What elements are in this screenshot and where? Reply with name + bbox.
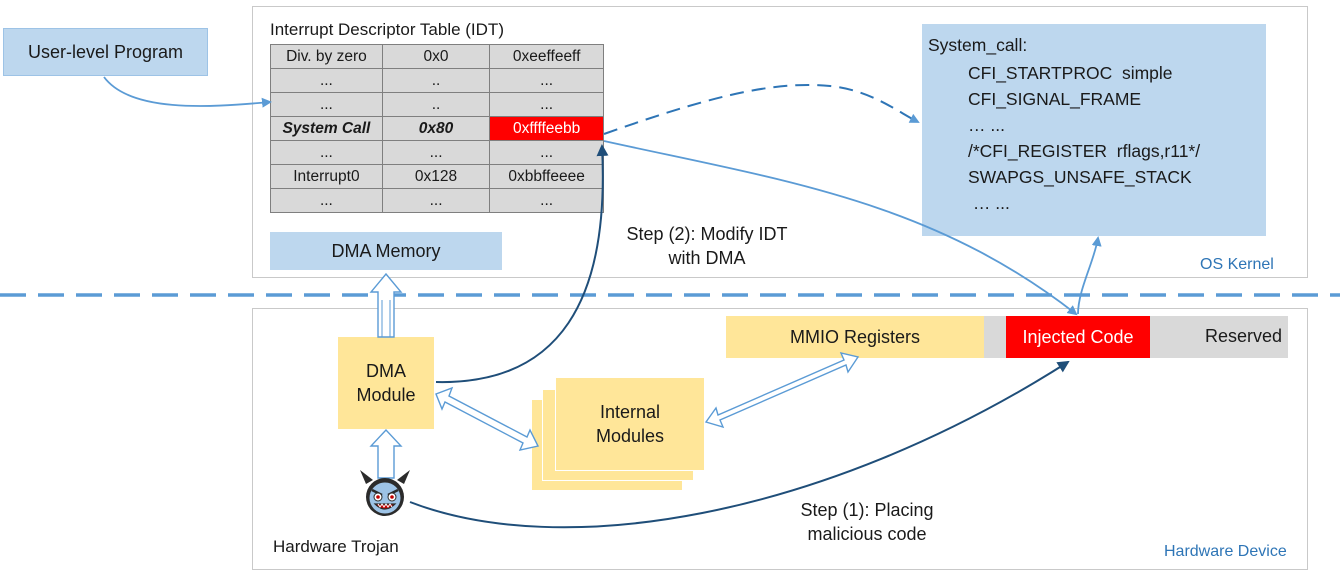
idt-name-cell: Div. by zero [270, 44, 383, 69]
idt-table: Div. by zero 0x0 0xeeffeeff ... .. ... .… [270, 44, 604, 213]
idt-vector-cell: .. [381, 92, 491, 117]
hardware-device-label: Hardware Device [1164, 543, 1287, 560]
code-line: … ... [968, 193, 1010, 213]
idt-address-cell: ... [489, 92, 604, 117]
table-row: ... .. ... [270, 68, 604, 93]
idt-address-cell: ... [489, 68, 604, 93]
gap-segment [984, 316, 1006, 358]
dma-module-label-1: DMA [366, 361, 406, 381]
internal-modules-label-2: Modules [595, 426, 665, 446]
code-line: /*CFI_REGISTER rflags,r11*/ [968, 141, 1201, 161]
idt-address-cell: 0xeeffeeff [489, 44, 604, 69]
idt-vector-cell: 0x128 [381, 164, 491, 189]
step2-line1: Step (2): Modify IDT [626, 224, 788, 244]
idt-name-cell: ... [270, 188, 383, 213]
idt-vector-cell: ... [381, 188, 491, 213]
idt-title: Interrupt Descriptor Table (IDT) [270, 20, 504, 39]
mmio-registers-box: MMIO Registers [726, 316, 984, 358]
injected-code-box: Injected Code [1006, 316, 1150, 358]
idt-vector-cell: ... [381, 140, 491, 165]
user-to-idt-arrow [103, 76, 272, 108]
idt-name-cell: ... [270, 68, 383, 93]
dma-memory-box: DMA Memory [270, 232, 502, 270]
table-row: Div. by zero 0x0 0xeeffeeff [270, 44, 604, 69]
table-row-system-call: System Call 0x80 0xffffeebb [270, 116, 604, 141]
dma-module-box: DMA Module [338, 337, 434, 429]
dma-module-label-2: Module [356, 385, 416, 405]
code-line: CFI_STARTPROC simple [968, 63, 1173, 83]
code-line: SWAPGS_UNSAFE_STACK [968, 167, 1192, 187]
idt-address-cell: 0xbbffeeee [489, 164, 604, 189]
idt-name-cell: ... [270, 92, 383, 117]
step1-label: Step (1): Placing malicious code [782, 498, 952, 546]
step1-line2: malicious code [807, 524, 927, 544]
code-line: … ... [968, 115, 1005, 135]
idt-address-cell: ... [489, 188, 604, 213]
idt-vector-cell: .. [381, 68, 491, 93]
table-row: Interrupt0 0x128 0xbbffeeee [270, 164, 604, 189]
system-call-header: System_call: [928, 35, 1028, 55]
os-kernel-label: OS Kernel [1200, 256, 1274, 273]
table-row: ... ... ... [270, 140, 604, 165]
idt-address-cell-modified: 0xffffeebb [489, 116, 604, 141]
idt-name-cell: ... [270, 140, 383, 165]
hardware-trojan-label: Hardware Trojan [273, 537, 399, 556]
code-line: CFI_SIGNAL_FRAME [968, 89, 1142, 109]
table-row: ... ... ... [270, 188, 604, 213]
system-call-code-box: System_call: CFI_STARTPROC simple CFI_SI… [922, 24, 1266, 236]
reserved-box: Reserved [1150, 316, 1288, 358]
internal-modules-box: Internal Modules [556, 378, 704, 470]
internal-modules-label-1: Internal [599, 402, 661, 422]
step1-line1: Step (1): Placing [800, 500, 934, 520]
reserved-label: Reserved [1204, 326, 1282, 346]
table-row: ... .. ... [270, 92, 604, 117]
idt-vector-cell: 0x80 [381, 116, 491, 141]
idt-name-cell: System Call [270, 116, 383, 141]
user-level-program-box: User-level Program [3, 28, 208, 76]
idt-vector-cell: 0x0 [381, 44, 491, 69]
step2-line2: with DMA [668, 248, 746, 268]
step2-label: Step (2): Modify IDT with DMA [607, 222, 807, 270]
idt-name-cell: Interrupt0 [270, 164, 383, 189]
idt-address-cell: ... [489, 140, 604, 165]
